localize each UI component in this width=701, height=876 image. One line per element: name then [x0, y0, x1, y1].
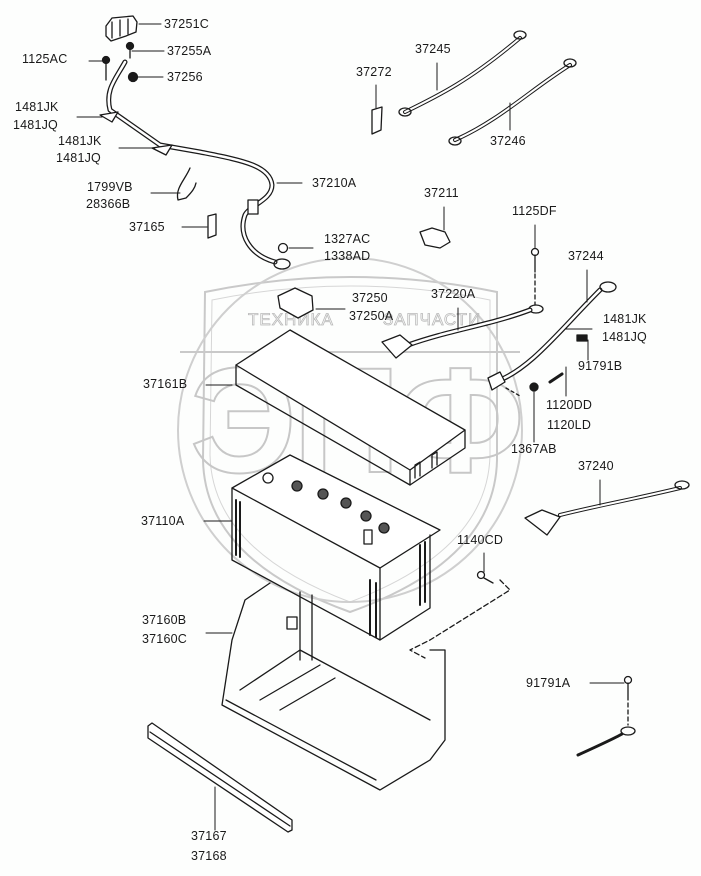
part-37110a-battery [231, 454, 441, 641]
part-1367ab-washer [529, 382, 539, 392]
part-37220a-cable [381, 307, 533, 359]
part-label-1125df[interactable]: 1125DF [512, 204, 557, 218]
part-1125ac-bolt [101, 55, 111, 81]
part-label-1481jq-a[interactable]: 1481JQ [13, 118, 58, 132]
part-label-91791a[interactable]: 91791A [526, 676, 571, 690]
watermark-left-text: ТЕХНИКА [248, 310, 334, 330]
part-label-37240[interactable]: 37240 [578, 459, 614, 473]
part-label-28366b[interactable]: 28366B [86, 197, 131, 211]
part-label-37256[interactable]: 37256 [167, 70, 203, 84]
part-1327ac-nut [277, 242, 289, 254]
part-label-37168[interactable]: 37168 [191, 849, 227, 863]
part-37255a-bolt [125, 41, 135, 59]
part-label-37250[interactable]: 37250 [352, 291, 388, 305]
part-37256-nut [127, 71, 139, 83]
part-37272-tag [371, 106, 383, 135]
part-37246-cable [448, 58, 577, 146]
part-label-37245[interactable]: 37245 [415, 42, 451, 56]
part-1120dd-bolt [548, 372, 564, 384]
part-label-37161b[interactable]: 37161B [143, 377, 188, 391]
part-label-1327ac[interactable]: 1327AC [324, 232, 371, 246]
part-label-37210a[interactable]: 37210A [312, 176, 357, 190]
part-label-37220a[interactable]: 37220A [431, 287, 476, 301]
part-label-1125ac[interactable]: 1125AC [22, 52, 68, 66]
part-37160b-battery-tray [221, 582, 446, 791]
part-label-37244[interactable]: 37244 [568, 249, 604, 263]
part-1140cd-bolt [409, 570, 511, 659]
leader-lines [76, 23, 625, 831]
watermark-right-text: ЗАПЧАСТИ [383, 310, 482, 330]
part-label-37272[interactable]: 37272 [356, 65, 392, 79]
part-label-1481jk-a[interactable]: 1481JK [15, 100, 59, 114]
part-label-1120ld[interactable]: 1120LD [547, 418, 592, 432]
part-37210a-main-cable [99, 59, 291, 270]
part-label-1120dd[interactable]: 1120DD [546, 398, 593, 412]
part-label-1367ab[interactable]: 1367AB [511, 442, 557, 456]
part-label-1799vb[interactable]: 1799VB [87, 180, 133, 194]
part-37250-clamp [277, 287, 314, 319]
part-label-1140cd[interactable]: 1140CD [457, 533, 504, 547]
part-label-37255a[interactable]: 37255A [167, 44, 212, 58]
part-37165-bracket [207, 213, 217, 239]
part-91791a-bolt [576, 675, 636, 757]
part-label-91791b[interactable]: 91791B [578, 359, 623, 373]
part-label-37251c[interactable]: 37251C [164, 17, 209, 31]
part-37167-rail [147, 722, 293, 833]
part-37161b-battery-cover [235, 329, 466, 486]
part-label-37250a[interactable]: 37250A [349, 309, 394, 323]
part-1799vb-clip [176, 167, 197, 201]
part-37240-cable [524, 480, 690, 536]
part-1125df-bolt [528, 247, 544, 314]
part-label-37246[interactable]: 37246 [490, 134, 526, 148]
part-37251c-terminal-cover [105, 15, 138, 42]
part-37244-cable [487, 281, 617, 397]
part-label-37211[interactable]: 37211 [424, 186, 459, 200]
part-label-1481jq-c[interactable]: 1481JQ [602, 330, 647, 344]
part-label-37167[interactable]: 37167 [191, 829, 227, 843]
part-label-37110a[interactable]: 37110A [141, 514, 185, 528]
part-91791b-bolt [576, 334, 588, 342]
part-label-1481jk-b[interactable]: 1481JK [58, 134, 102, 148]
part-label-37160b[interactable]: 37160B [142, 613, 187, 627]
part-37211-clamp [419, 227, 451, 249]
part-label-1481jk-c[interactable]: 1481JK [603, 312, 647, 326]
part-37245-cable [398, 30, 527, 117]
part-label-37165[interactable]: 37165 [129, 220, 165, 234]
part-label-1481jq-b[interactable]: 1481JQ [56, 151, 101, 165]
part-label-1338ad[interactable]: 1338AD [324, 249, 371, 263]
part-label-37160c[interactable]: 37160C [142, 632, 187, 646]
